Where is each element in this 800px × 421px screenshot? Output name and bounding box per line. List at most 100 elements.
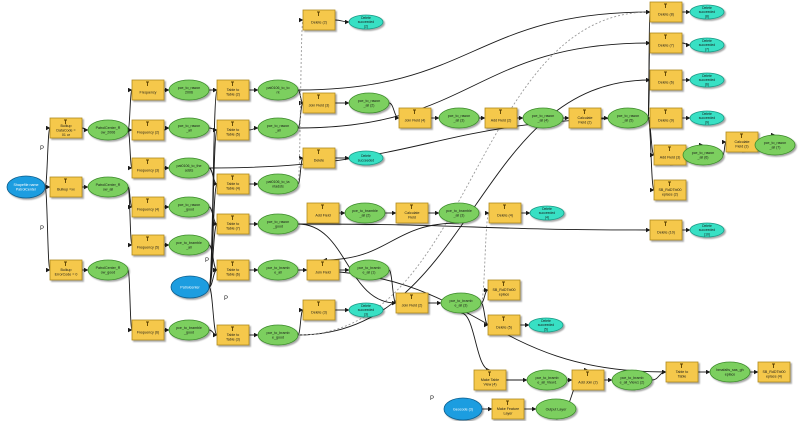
result-ellipse <box>348 150 384 166</box>
parameter-marker: P <box>40 226 44 232</box>
tool-node[interactable]: Frequency (3) <box>131 157 165 179</box>
data-node[interactable]: PatrolCenter_Row_2006 <box>87 119 129 141</box>
hammer-icon <box>664 34 667 39</box>
tool-node[interactable]: Frequency (2) <box>131 119 165 141</box>
data-node[interactable]: Output Layer <box>535 398 577 420</box>
data-node[interactable]: pce_to_rawon_all (7) <box>754 134 796 156</box>
tool-node[interactable]: Delete (9) <box>649 107 683 129</box>
connector-arrow <box>297 9 651 91</box>
tool-node[interactable]: Delete (7) <box>649 32 683 54</box>
data-node[interactable]: pce_to_bramble_all (3) <box>438 202 480 224</box>
tool-node[interactable]: Delete (3) <box>302 299 336 321</box>
data-node[interactable]: pce_to_bramble_all <box>168 234 210 256</box>
data-node[interactable]: PatrolCenter_Row_all <box>87 176 129 198</box>
tool-node[interactable]: Delete (5) <box>487 314 521 336</box>
data-node[interactable]: pce_to_rawon_all <box>257 117 299 139</box>
node-label: Delete <box>541 319 551 323</box>
input-node[interactable]: Patrolcenter <box>170 275 210 299</box>
tool-node[interactable]: Bulkup =xx <box>49 176 83 198</box>
tool-node[interactable]: Delete (4) <box>488 202 522 224</box>
tool-node[interactable]: Join Field (2) <box>395 292 429 314</box>
data-node[interactable]: pce_to_bramble_all (2) <box>344 202 386 224</box>
hammer-icon <box>664 109 667 114</box>
tool-node[interactable]: Delete (8) <box>649 1 683 23</box>
data-node[interactable]: pce_to_rawon_all (2) <box>348 92 390 114</box>
data-node[interactable]: pce_to_rawon_good <box>168 196 210 218</box>
data-node[interactable]: pce_to_rawon_all (5) <box>607 107 649 129</box>
tool-node[interactable]: Join Field <box>306 259 340 281</box>
hammer-icon <box>506 400 509 405</box>
tool-node[interactable]: Add Field (3) <box>653 144 687 166</box>
tool-node[interactable]: Delete (6) <box>649 69 683 91</box>
data-node[interactable]: PatrolCenter_Row_good <box>87 259 129 281</box>
node-label: pce_to_bramble <box>352 209 378 213</box>
tool-node[interactable]: Frequency <box>131 79 165 101</box>
tool-box <box>131 79 165 101</box>
connector-arrow <box>208 127 218 288</box>
tool-node[interactable]: Delete (10) <box>649 219 683 241</box>
data-node[interactable]: pce_to_bramble_good <box>168 319 210 341</box>
connector-arrow <box>297 40 651 129</box>
tool-node[interactable]: Add Field <box>306 202 340 224</box>
tool-node[interactable]: Delete (2) <box>302 9 336 31</box>
node-label: Join Field <box>315 270 330 274</box>
data-ellipse <box>535 398 577 420</box>
connector-arrow <box>388 269 397 306</box>
tool-box <box>49 259 83 281</box>
tool-node[interactable]: Join Field (3) <box>302 92 336 114</box>
node-label: Delete <box>702 74 712 78</box>
tool-node[interactable]: Frequency (4) <box>131 196 165 218</box>
tool-node[interactable]: Delete <box>302 147 336 169</box>
tool-node[interactable]: Frequency (6) <box>131 319 165 341</box>
tool-node[interactable]: Join Field (4) <box>398 107 432 129</box>
data-node[interactable]: pce_to_rawon_all <box>168 117 210 139</box>
data-node[interactable]: pce_to_rawon_all (4) <box>522 107 564 129</box>
data-node[interactable]: pce_to_rawon_all (6) <box>682 144 724 166</box>
tool-node[interactable]: Add Join (2) <box>571 369 605 391</box>
data-node[interactable]: pce_to_rawon_all (3) <box>438 107 480 129</box>
tool-node[interactable]: Frequency (5) <box>131 234 165 256</box>
data-node[interactable]: pce_to_rawon_good <box>257 213 299 235</box>
tool-node[interactable]: Add Field (2) <box>484 107 518 129</box>
input-node[interactable]: Geocode (3) <box>443 397 483 421</box>
